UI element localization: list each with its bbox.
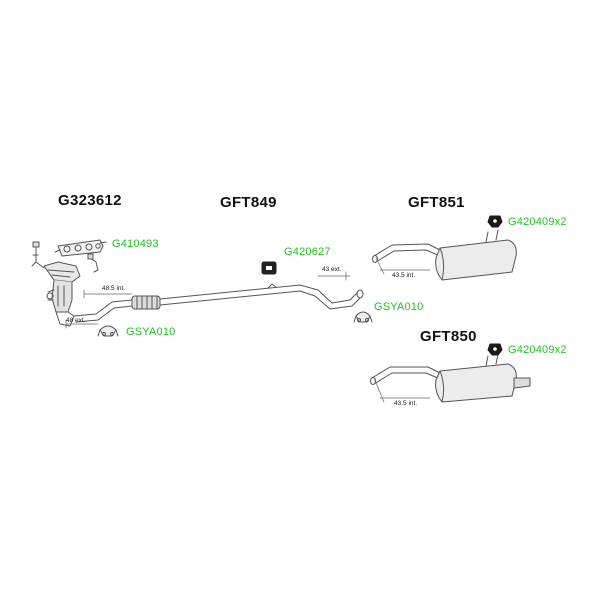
middle-ext-diameter: 43 ext.	[322, 266, 342, 273]
front-int-diameter: 48.5 int.	[102, 285, 126, 292]
oxygen-sensor	[31, 241, 45, 269]
catalytic-converter[interactable]	[43, 261, 81, 327]
exhaust-clamp-rear[interactable]	[353, 311, 373, 323]
rear-silencer-a[interactable]	[372, 229, 517, 281]
rubber-hanger-rear-b[interactable]	[487, 343, 503, 356]
rubber-hanger-middle[interactable]	[261, 261, 277, 275]
rear-silencer-b-part-number[interactable]: GFT850	[420, 328, 477, 345]
rubber-hanger-rear-a[interactable]	[487, 215, 503, 228]
middle-pipe-part-number[interactable]: GFT849	[220, 194, 277, 211]
front-ext-diameter: 48 ext.	[66, 317, 86, 324]
middle-pipe[interactable]	[73, 283, 364, 323]
middle-hanger-code[interactable]: G420627	[284, 246, 331, 258]
exhaust-clamp-front[interactable]	[97, 325, 119, 337]
catalyst-part-number[interactable]: G323612	[58, 192, 122, 209]
rear-silencer-b[interactable]	[370, 353, 531, 403]
rear-b-int-diameter: 43.5 int.	[394, 400, 418, 407]
rear-a-int-diameter: 43.5 int.	[392, 272, 416, 279]
gasket-code[interactable]: G410493	[112, 238, 159, 250]
rear-clamp-code[interactable]: GSYA010	[374, 301, 424, 313]
front-clamp-code[interactable]: GSYA010	[126, 326, 176, 338]
oxygen-sensor-rear	[87, 253, 99, 273]
rear-hanger-b-code[interactable]: G420409x2	[508, 344, 567, 356]
manifold-gasket[interactable]	[54, 239, 107, 257]
dimension-lines	[65, 257, 431, 403]
rear-hanger-a-code[interactable]: G420409x2	[508, 216, 567, 228]
rear-silencer-a-part-number[interactable]: GFT851	[408, 194, 465, 211]
